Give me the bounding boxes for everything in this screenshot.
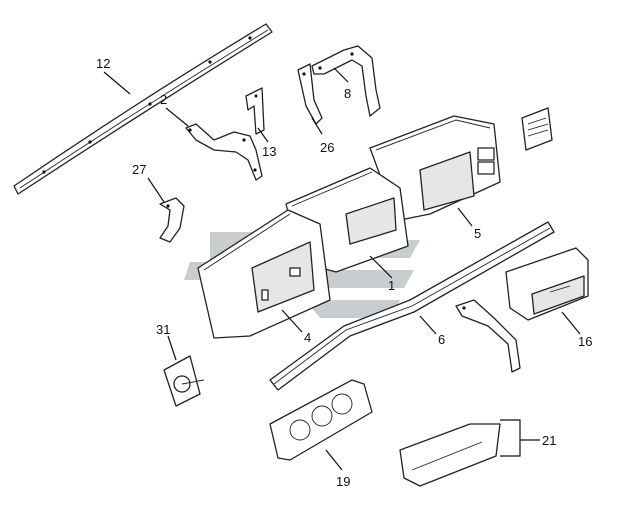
part-4-dash-shell-left [197,209,331,339]
callout-16: 16 [578,334,592,349]
callout-27: 27 [132,162,146,177]
callout-31: 31 [156,322,170,337]
part-27-bracket [159,197,185,243]
callout-26: 26 [320,140,334,155]
callouts: 12 2 8 13 26 27 5 1 4 6 16 31 21 19 [96,56,592,489]
callout-6: 6 [438,332,445,347]
part-26-bracket [297,63,323,125]
callout-19: 19 [336,474,350,489]
part-6-channel-strip [269,221,555,391]
callout-4: 4 [304,330,311,345]
part-19-mesh-plate [269,379,373,461]
callout-21: 21 [542,433,556,448]
part-16-side-bracket [455,299,521,373]
part-13-bracket [245,87,265,135]
part-16-glove-box [505,247,589,321]
callout-13: 13 [262,144,276,159]
part-small-vent [521,107,553,151]
part-2-bracket [185,123,263,181]
callout-1: 1 [388,278,395,293]
part-8-bracket [311,45,381,117]
callout-2: 2 [160,92,167,107]
callout-12: 12 [96,56,110,71]
callout-8: 8 [344,86,351,101]
part-12-trim-strip [13,23,273,195]
callout-5: 5 [474,226,481,241]
part-21-assembly [399,423,501,487]
part-31-vent [163,355,205,407]
